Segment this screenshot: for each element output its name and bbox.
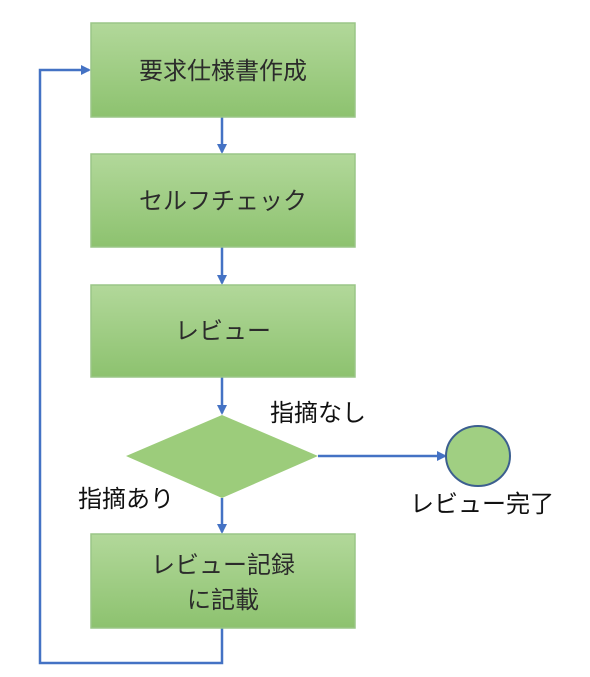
label-findings: 指摘あり (78, 485, 174, 513)
arrow-record-loop-back (38, 65, 224, 665)
label-review-complete: レビュー完了 (410, 490, 554, 518)
box-record-label-line2: に記載 (187, 586, 259, 614)
box-record (90, 533, 356, 629)
box-record-label-line1: レビュー記録 (151, 551, 295, 579)
box-self-check (90, 153, 356, 248)
review-complete-circle (445, 425, 511, 487)
box-create-spec-label: 要求仕様書作成 (139, 57, 307, 85)
box-self-check-label: セルフチェック (139, 187, 307, 215)
decision-diamond (126, 415, 318, 498)
box-review-label: レビュー (175, 317, 271, 345)
box-create-spec (90, 22, 356, 118)
box-review (90, 284, 356, 378)
label-no-findings: 指摘なし (270, 399, 366, 427)
